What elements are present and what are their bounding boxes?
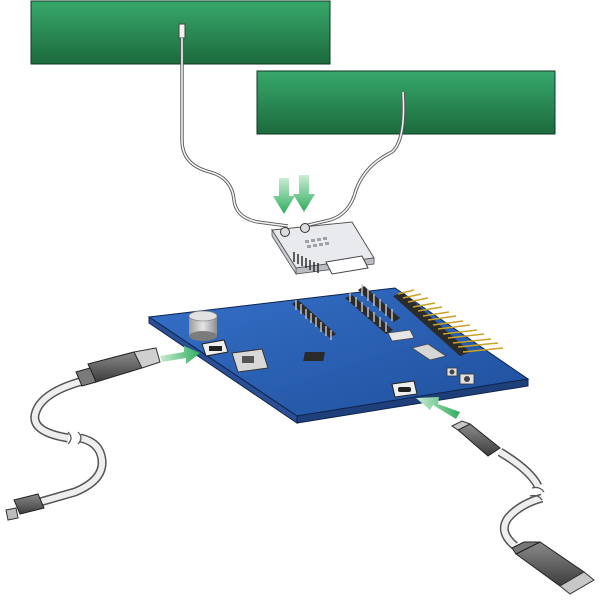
usb-receptacle-left	[201, 339, 229, 357]
usb-a-micro-cable	[5, 347, 161, 521]
module-insert-arrows	[273, 175, 315, 214]
button-icons	[446, 367, 475, 385]
dev-board	[147, 284, 530, 424]
slide-switch-icon	[231, 348, 269, 373]
micro-usb-plug-icon	[5, 493, 45, 521]
usb-c-plug-top-icon	[451, 420, 501, 457]
right-arrow-icon	[160, 346, 200, 364]
pin-header-2	[345, 292, 393, 334]
pin-header-1	[292, 300, 336, 340]
capacitor-icon	[188, 310, 218, 341]
radio-module	[271, 221, 375, 276]
component-icon	[387, 329, 415, 342]
antenna-panel-2	[256, 70, 556, 135]
chip-icon	[303, 352, 325, 361]
ufl-connector-icon	[300, 223, 310, 233]
board-insert-arrows	[160, 346, 460, 419]
gold-pin-header	[393, 289, 504, 356]
ufl-connector-icon	[280, 227, 290, 237]
down-arrow-icon	[293, 175, 315, 212]
usb-c-plug-bottom-icon	[511, 541, 595, 595]
module-edge-tab	[325, 255, 369, 275]
down-arrow-icon	[273, 178, 295, 214]
usb-c-cable	[451, 420, 595, 595]
module-pins	[293, 252, 319, 273]
pin-header-3	[358, 284, 400, 322]
usb-c-receptacle	[391, 380, 418, 398]
left-arrow-icon	[416, 397, 460, 419]
usb-a-plug-icon	[75, 347, 161, 387]
module-chip	[305, 237, 329, 248]
antenna-cables	[180, 38, 406, 228]
component-icon	[411, 343, 447, 361]
antenna-1-feed-icon	[178, 23, 186, 39]
